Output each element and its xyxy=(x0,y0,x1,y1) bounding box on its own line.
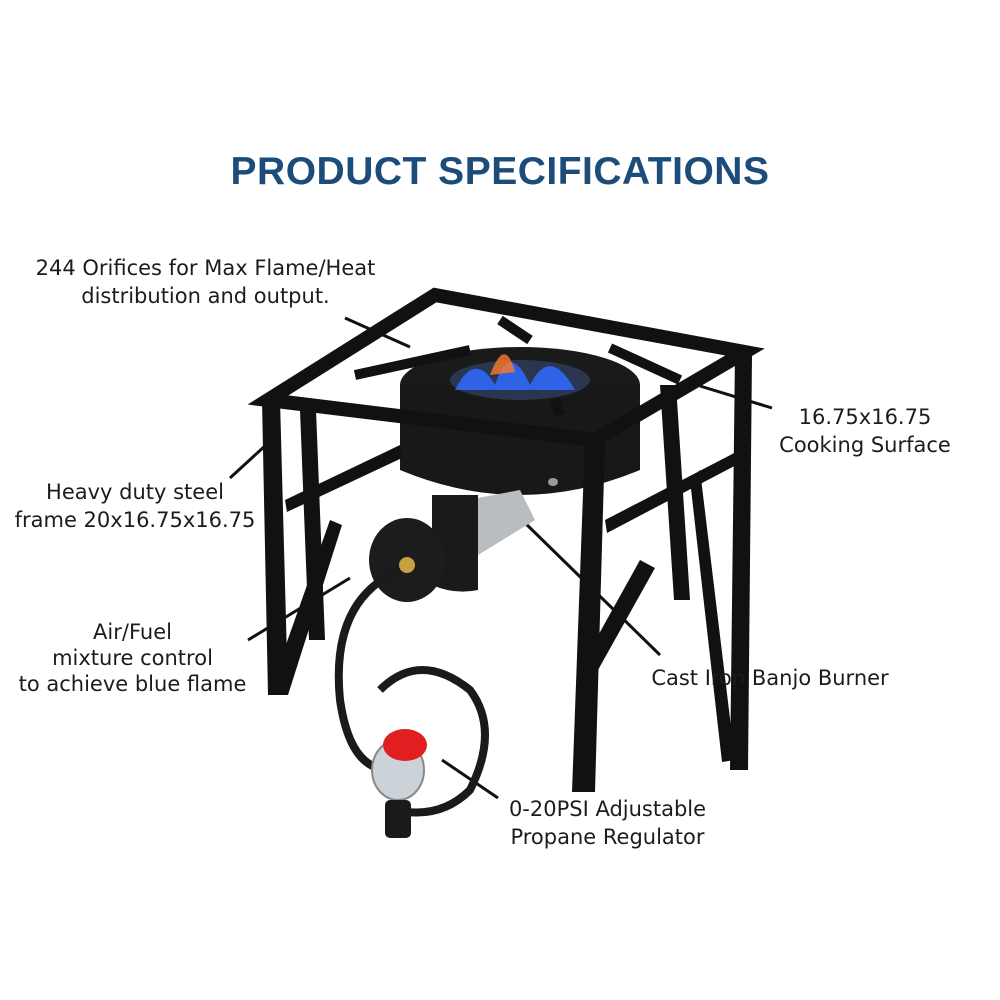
callout-text: to achieve blue flame xyxy=(18,672,247,696)
frame-front-legs xyxy=(262,355,752,792)
callout-text: Cooking Surface xyxy=(779,433,951,457)
callout-frame: Heavy duty steel frame 20x16.75x16.75 xyxy=(5,478,265,534)
callout-text: Propane Regulator xyxy=(510,825,705,849)
propane-regulator xyxy=(371,729,427,838)
callout-text: 244 Orifices for Max Flame/Heat xyxy=(35,256,376,280)
flame-icon xyxy=(455,362,575,390)
callout-text: mixture control xyxy=(52,646,213,670)
leader-regulator xyxy=(441,758,499,800)
callout-burner: Cast Iron Banjo Burner xyxy=(635,664,905,692)
callout-text: 0-20PSI Adjustable xyxy=(508,797,707,821)
leader-frame xyxy=(228,443,268,480)
callout-text: Air/Fuel xyxy=(93,620,172,644)
callout-text: Cast Iron Banjo Burner xyxy=(651,666,889,690)
callout-text: frame 20x16.75x16.75 xyxy=(14,508,256,532)
callout-air-fuel: Air/Fuel mixture control to achieve blue… xyxy=(5,619,260,697)
page-title: PRODUCT SPECIFICATIONS xyxy=(230,150,770,193)
callout-cooking-surface: 16.75x16.75 Cooking Surface xyxy=(765,403,965,459)
cooking-surface-frame xyxy=(247,287,765,448)
callout-text: distribution and output. xyxy=(81,284,330,308)
callout-text: Heavy duty steel xyxy=(46,480,224,504)
callout-text: 16.75x16.75 xyxy=(798,405,932,429)
callout-orifices: 244 Orifices for Max Flame/Heat distribu… xyxy=(18,254,393,310)
air-fuel-control xyxy=(369,518,445,602)
gas-hose xyxy=(334,566,489,817)
regulator-knob-icon xyxy=(383,729,427,761)
callout-regulator: 0-20PSI Adjustable Propane Regulator xyxy=(490,795,725,851)
